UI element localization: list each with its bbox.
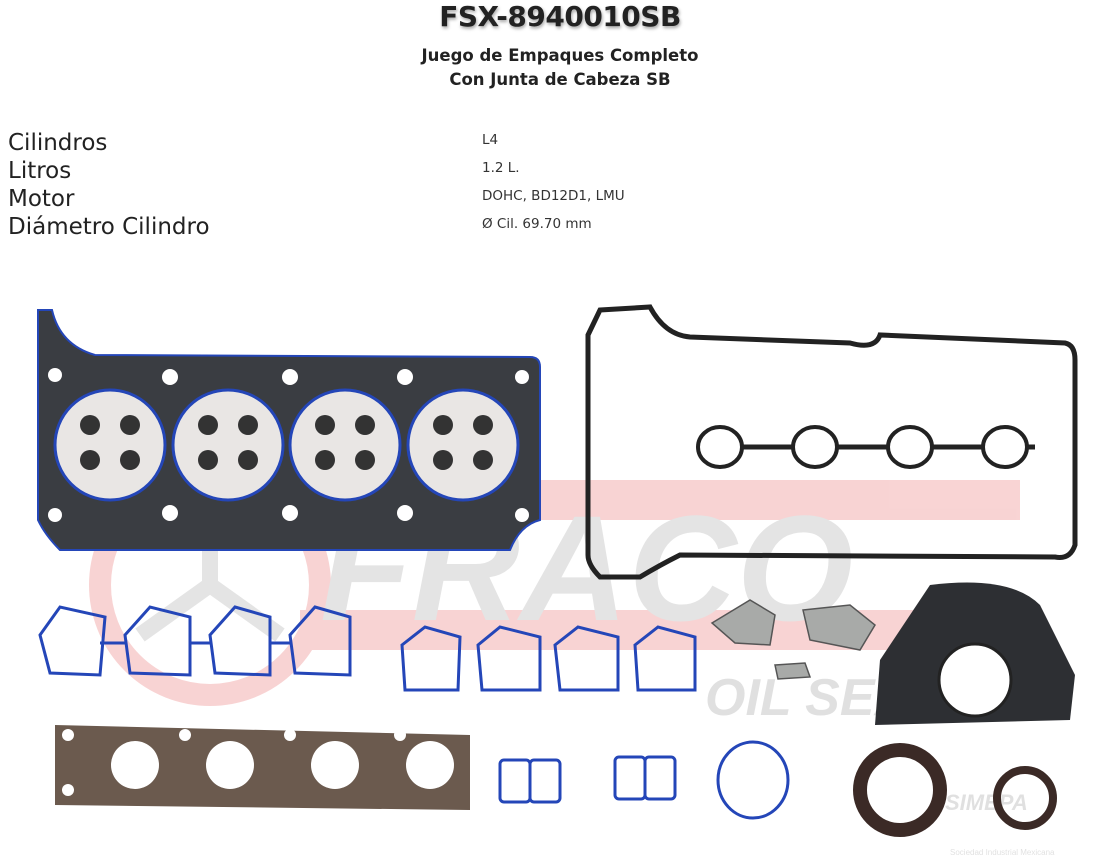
spark-plug-seals <box>696 425 1035 469</box>
rear-main-seal-gasket <box>875 582 1075 725</box>
oil-seals <box>853 743 1057 837</box>
throttle-body-gaskets <box>498 740 790 820</box>
spec-label-diametro: Diámetro Cilindro <box>8 214 210 240</box>
product-code-title: FSX-8940010SB <box>439 0 681 33</box>
spec-value-motor: DOHC, BD12D1, LMU <box>482 188 625 204</box>
exhaust-manifold-gasket <box>55 725 470 810</box>
spec-label-motor: Motor <box>8 186 75 212</box>
svg-text:SIMEPA: SIMEPA <box>945 790 1028 815</box>
product-subtitle-line2: Con Junta de Cabeza SB <box>449 70 671 89</box>
spec-value-cilindros: L4 <box>482 132 499 148</box>
valve-cover-gasket <box>585 304 1078 580</box>
spec-value-diametro: Ø Cil. 69.70 mm <box>482 216 592 232</box>
gasket-set-photo: FRACO GASKETS OIL SEALS SIMEPA Sociedad … <box>37 304 1078 857</box>
svg-text:Sociedad Industrial Mexicana: Sociedad Industrial Mexicana <box>950 848 1055 857</box>
intake-manifold-gasket <box>38 605 352 677</box>
spec-label-cilindros: Cilindros <box>8 130 108 156</box>
product-subtitle-line1: Juego de Empaques Completo <box>421 46 699 65</box>
spec-value-litros: 1.2 L. <box>482 160 520 176</box>
intake-port-gaskets <box>400 625 697 692</box>
head-gasket <box>37 309 541 551</box>
small-metal-gaskets <box>710 599 876 680</box>
spec-label-litros: Litros <box>8 158 72 184</box>
